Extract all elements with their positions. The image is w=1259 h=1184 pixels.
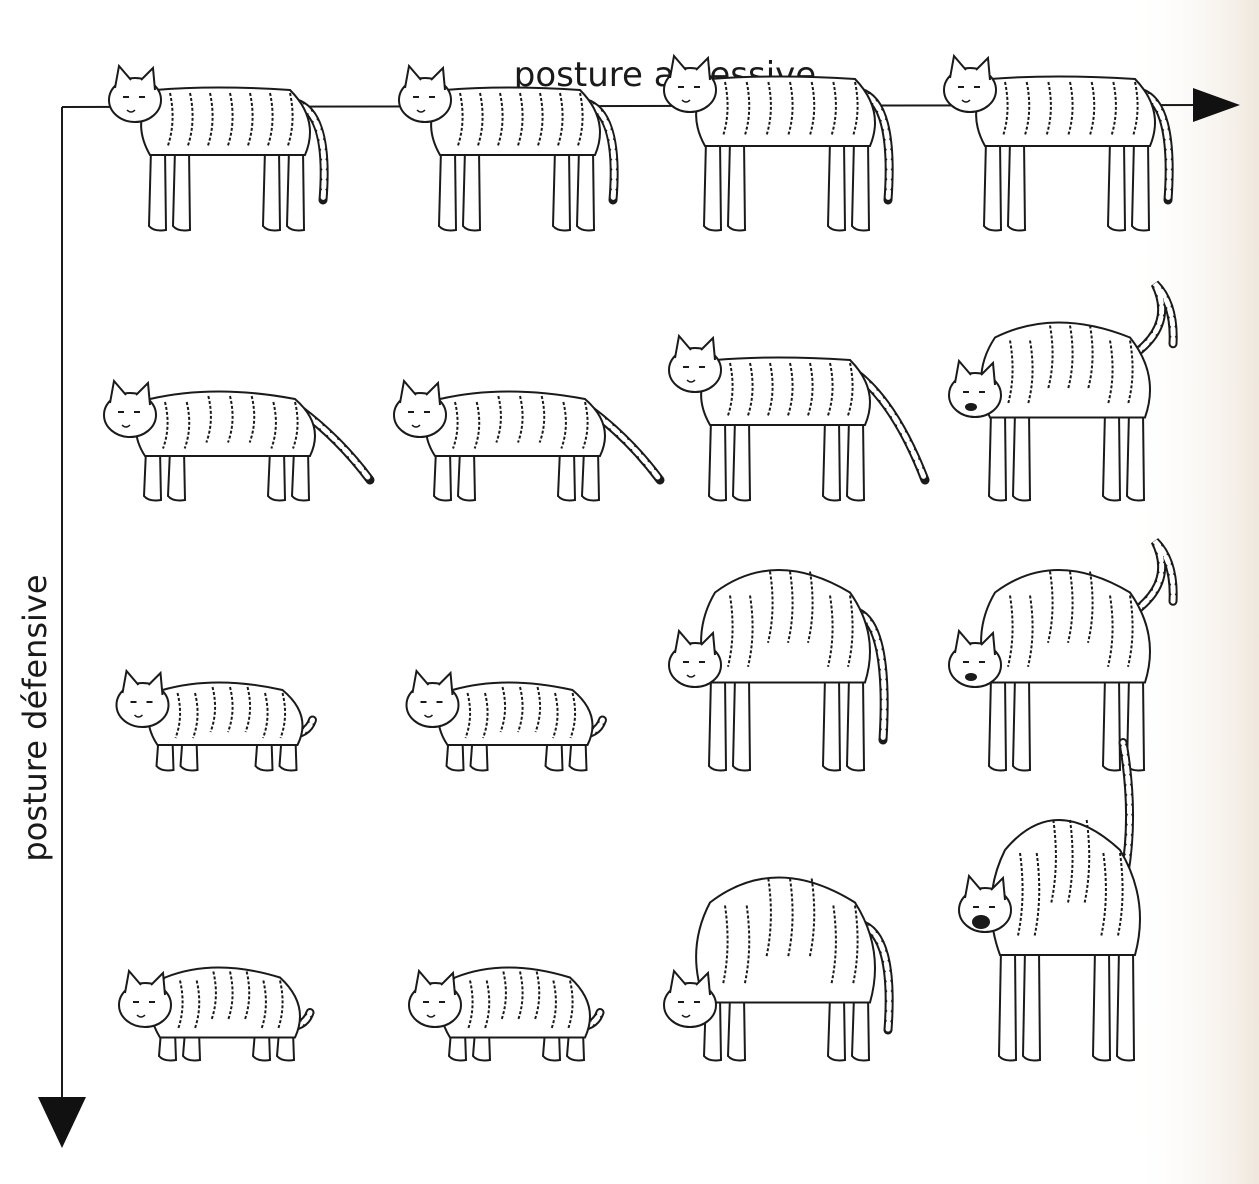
cat-body: [696, 77, 875, 147]
cat-body: [141, 88, 310, 156]
cat-body: [981, 323, 1150, 418]
cat-body: [151, 968, 300, 1038]
cat-body: [439, 683, 593, 746]
defensive-axis-label: posture défensive: [16, 574, 54, 861]
cat-body: [701, 358, 870, 426]
cat-body: [431, 88, 600, 156]
cat-body: [149, 683, 303, 746]
cat-body: [976, 77, 1155, 147]
cat-body: [441, 968, 590, 1038]
